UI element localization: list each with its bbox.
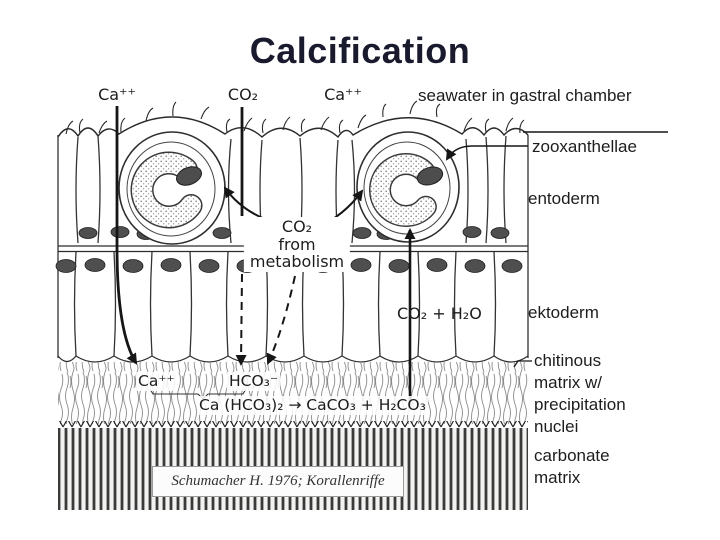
label-chitinous-matrix: chitinous matrix w/ precipitation nuclei (534, 351, 626, 436)
label-calcification-reaction: Ca (HCO₃)₂ → CaCO₃ + H₂CO₃ (197, 396, 428, 415)
zooxanthellae-leader-arrow (445, 145, 528, 161)
label-hco3: HCO₃⁻ (227, 372, 281, 391)
cilia (65, 100, 525, 135)
chitinous-leader-line (513, 360, 532, 368)
citation-text: Schumacher H. 1976; Korallenriffe (171, 473, 385, 489)
label-ca-in-matrix: Ca⁺⁺ (136, 372, 177, 391)
nucleus (176, 166, 202, 186)
label-entoderm: entoderm (528, 189, 600, 208)
carbonate-zigzag-edge (58, 421, 528, 432)
slide-title: Calcification (249, 30, 471, 71)
co2-dashed-arrow-2 (266, 275, 296, 365)
ca-influx-arrow (115, 106, 138, 365)
label-zooxanthellae: zooxanthellae (532, 137, 637, 156)
flow-arrows (115, 106, 668, 407)
entoderm-nuclei (78, 226, 510, 240)
label-seawater: seawater in gastral chamber (418, 86, 632, 105)
nucleus (416, 166, 444, 186)
label-co2-h2o: CO₂ + H₂O (397, 304, 482, 323)
gastral-surface (57, 100, 529, 139)
citation-box: Schumacher H. 1976; Korallenriffe (152, 466, 404, 497)
label-co2-from-metabolism: CO₂ from metabolism (243, 217, 351, 272)
co2-dashed-arrow-1 (235, 273, 247, 366)
zooxanthella-cell-right (356, 131, 460, 243)
label-ektoderm: ektoderm (528, 303, 599, 322)
zooxanthella-cell-left (118, 131, 226, 245)
label-ca-top-left: Ca⁺⁺ (98, 85, 136, 104)
label-ca-top-right: Ca⁺⁺ (324, 85, 362, 104)
label-co2-top: CO₂ (227, 85, 259, 104)
label-carbonate-matrix: carbonate matrix (534, 446, 610, 487)
ektoderm-nuclei (55, 258, 523, 273)
